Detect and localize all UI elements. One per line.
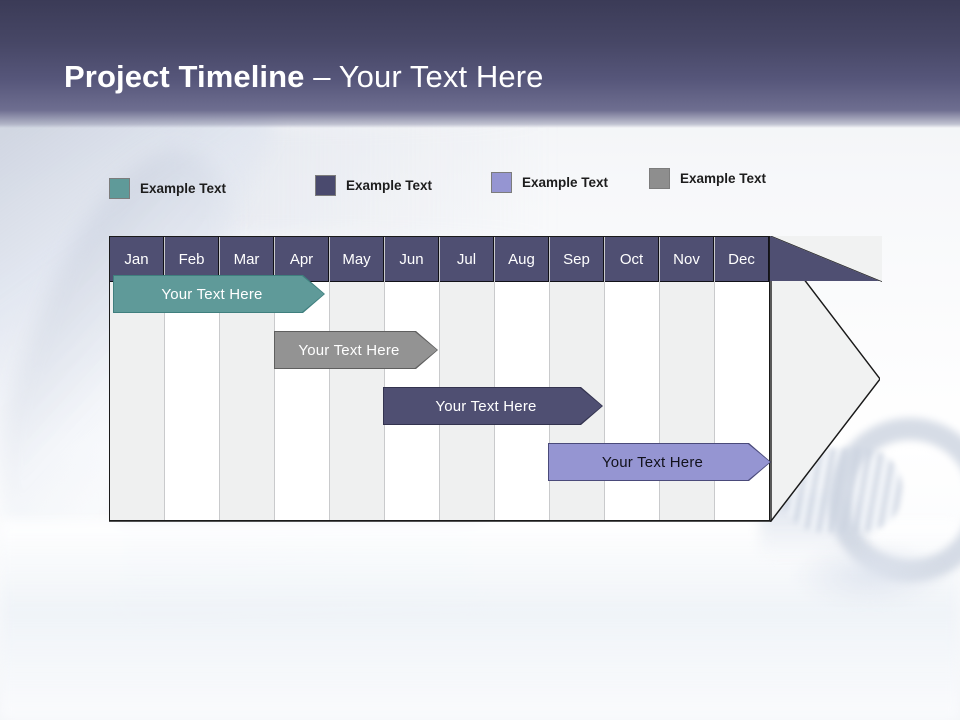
month-header-feb[interactable]: Feb	[165, 237, 219, 282]
month-header-apr[interactable]: Apr	[275, 237, 329, 282]
legend-swatch-icon	[649, 168, 670, 189]
month-cell-feb	[165, 282, 219, 520]
month-header-jul[interactable]: Jul	[440, 237, 494, 282]
legend-item-2: Example Text	[315, 175, 432, 196]
timeline-bar-label: Your Text Here	[435, 397, 537, 415]
legend-swatch-icon	[109, 178, 130, 199]
month-column-may: May	[330, 237, 385, 520]
month-cell-dec	[715, 282, 769, 520]
legend-item-label: Example Text	[522, 175, 609, 190]
legend-item-label: Example Text	[346, 178, 433, 193]
legend-swatch-icon	[491, 172, 512, 193]
month-header-oct[interactable]: Oct	[605, 237, 659, 282]
timeline-bar-label: Your Text Here	[601, 453, 704, 471]
legend-item-label: Example Text	[140, 181, 227, 196]
month-header-aug[interactable]: Aug	[495, 237, 549, 282]
month-column-jul: Jul	[440, 237, 495, 520]
month-cell-apr	[275, 282, 329, 520]
month-cell-mar	[220, 282, 274, 520]
legend-item-1: Example Text	[109, 178, 226, 199]
page-title-strong: Project Timeline	[64, 59, 305, 94]
month-column-jan: Jan	[110, 237, 165, 520]
timeline-bar-3[interactable]: Your Text Here	[384, 388, 602, 424]
legend-item-label: Example Text	[680, 171, 767, 186]
page-title: Project Timeline – Your Text Here	[64, 59, 543, 95]
month-cell-may	[330, 282, 384, 520]
month-column-feb: Feb	[165, 237, 220, 520]
month-header-sep[interactable]: Sep	[550, 237, 604, 282]
page-title-rest: – Your Text Here	[304, 59, 544, 94]
month-header-mar[interactable]: Mar	[220, 237, 274, 282]
month-cell-oct	[605, 282, 659, 520]
legend-item-3: Example Text	[491, 172, 608, 193]
month-header-nov[interactable]: Nov	[660, 237, 714, 282]
month-column-apr: Apr	[275, 237, 330, 520]
timeline-bar-4[interactable]: Your Text Here	[549, 444, 770, 480]
timeline-bar-label: Your Text Here	[298, 341, 400, 359]
legend-item-4: Example Text	[649, 168, 766, 189]
month-header-jan[interactable]: Jan	[110, 237, 164, 282]
timeline-bar-label: Your Text Here	[161, 285, 263, 303]
timeline-bar-2[interactable]: Your Text Here	[275, 332, 437, 368]
month-cell-jan	[110, 282, 164, 520]
month-column-mar: Mar	[220, 237, 275, 520]
month-header-may[interactable]: May	[330, 237, 384, 282]
month-header-jun[interactable]: Jun	[385, 237, 439, 282]
month-column-aug: Aug	[495, 237, 550, 520]
title-band: Project Timeline – Your Text Here	[0, 0, 960, 128]
month-header-dec[interactable]: Dec	[715, 237, 769, 282]
month-column-jun: Jun	[385, 237, 440, 520]
legend-swatch-icon	[315, 175, 336, 196]
month-cell-nov	[660, 282, 714, 520]
timeline-bar-1[interactable]: Your Text Here	[114, 276, 324, 312]
